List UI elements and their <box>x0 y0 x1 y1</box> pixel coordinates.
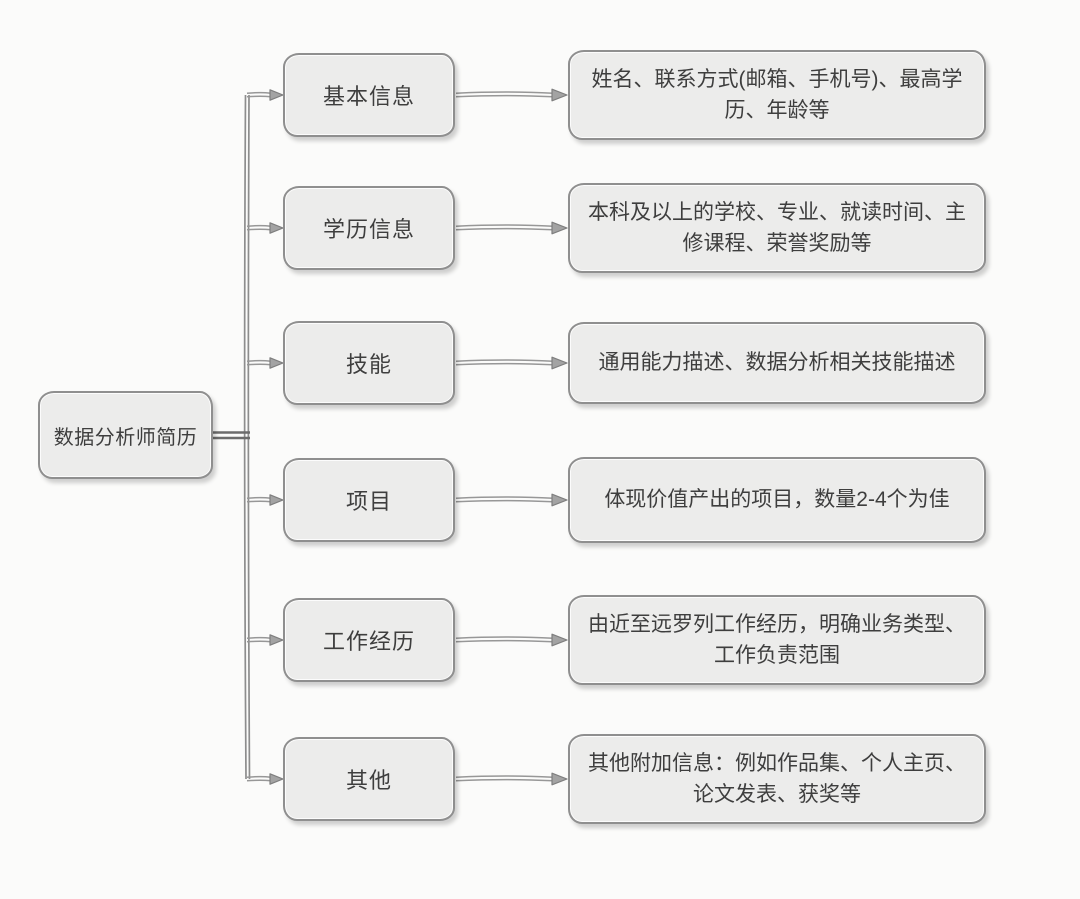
branch-arrow <box>246 357 284 369</box>
node-root-label: 数据分析师简历 <box>53 426 198 449</box>
branch-label: 工作经历 <box>322 629 415 654</box>
detail-node-basic-info[interactable]: 姓名、联系方式(邮箱、手机号)、最高学历、年龄等 <box>568 50 986 140</box>
detail-arrow <box>455 493 568 507</box>
detail-text: 姓名、联系方式(邮箱、手机号)、最高学历、年龄等 <box>591 67 963 123</box>
detail-node-other[interactable]: 其他附加信息：例如作品集、个人主页、论文发表、获奖等 <box>568 734 986 824</box>
branch-node-basic-info[interactable]: 基本信息 <box>283 53 455 137</box>
branch-node-skills[interactable]: 技能 <box>283 321 455 405</box>
detail-text: 由近至远罗列工作经历，明确业务类型、工作负责范围 <box>588 612 966 668</box>
branch-arrow <box>246 773 284 785</box>
branch-label: 学历信息 <box>322 217 415 242</box>
branch-arrow <box>246 222 284 234</box>
detail-node-skills[interactable]: 通用能力描述、数据分析相关技能描述 <box>568 322 986 404</box>
branch-node-work-experience[interactable]: 工作经历 <box>283 598 455 682</box>
detail-arrow <box>455 88 568 102</box>
trunk-line <box>243 94 251 780</box>
detail-text: 体现价值产出的项目，数量2-4个为佳 <box>604 488 950 512</box>
branch-node-projects[interactable]: 项目 <box>283 458 455 542</box>
branch-node-education[interactable]: 学历信息 <box>283 186 455 270</box>
node-root[interactable]: 数据分析师简历 <box>38 391 213 479</box>
detail-node-education[interactable]: 本科及以上的学校、专业、就读时间、主修课程、荣誉奖励等 <box>568 183 986 273</box>
root-connector <box>213 431 250 440</box>
branch-arrow <box>246 634 284 646</box>
detail-text: 通用能力描述、数据分析相关技能描述 <box>598 351 956 375</box>
detail-arrow <box>455 221 568 235</box>
branch-label: 技能 <box>345 352 392 377</box>
branch-label: 其他 <box>345 768 392 793</box>
branch-arrow <box>246 89 284 101</box>
branch-label: 基本信息 <box>322 84 415 109</box>
branch-arrow <box>246 494 284 506</box>
detail-text: 其他附加信息：例如作品集、个人主页、论文发表、获奖等 <box>588 751 966 807</box>
branch-label: 项目 <box>345 489 392 514</box>
detail-arrow <box>455 356 568 370</box>
detail-arrow <box>455 633 568 647</box>
detail-node-work-experience[interactable]: 由近至远罗列工作经历，明确业务类型、工作负责范围 <box>568 595 986 685</box>
detail-node-projects[interactable]: 体现价值产出的项目，数量2-4个为佳 <box>568 457 986 543</box>
detail-arrow <box>455 772 568 786</box>
branch-node-other[interactable]: 其他 <box>283 737 455 821</box>
detail-text: 本科及以上的学校、专业、就读时间、主修课程、荣誉奖励等 <box>588 200 966 256</box>
